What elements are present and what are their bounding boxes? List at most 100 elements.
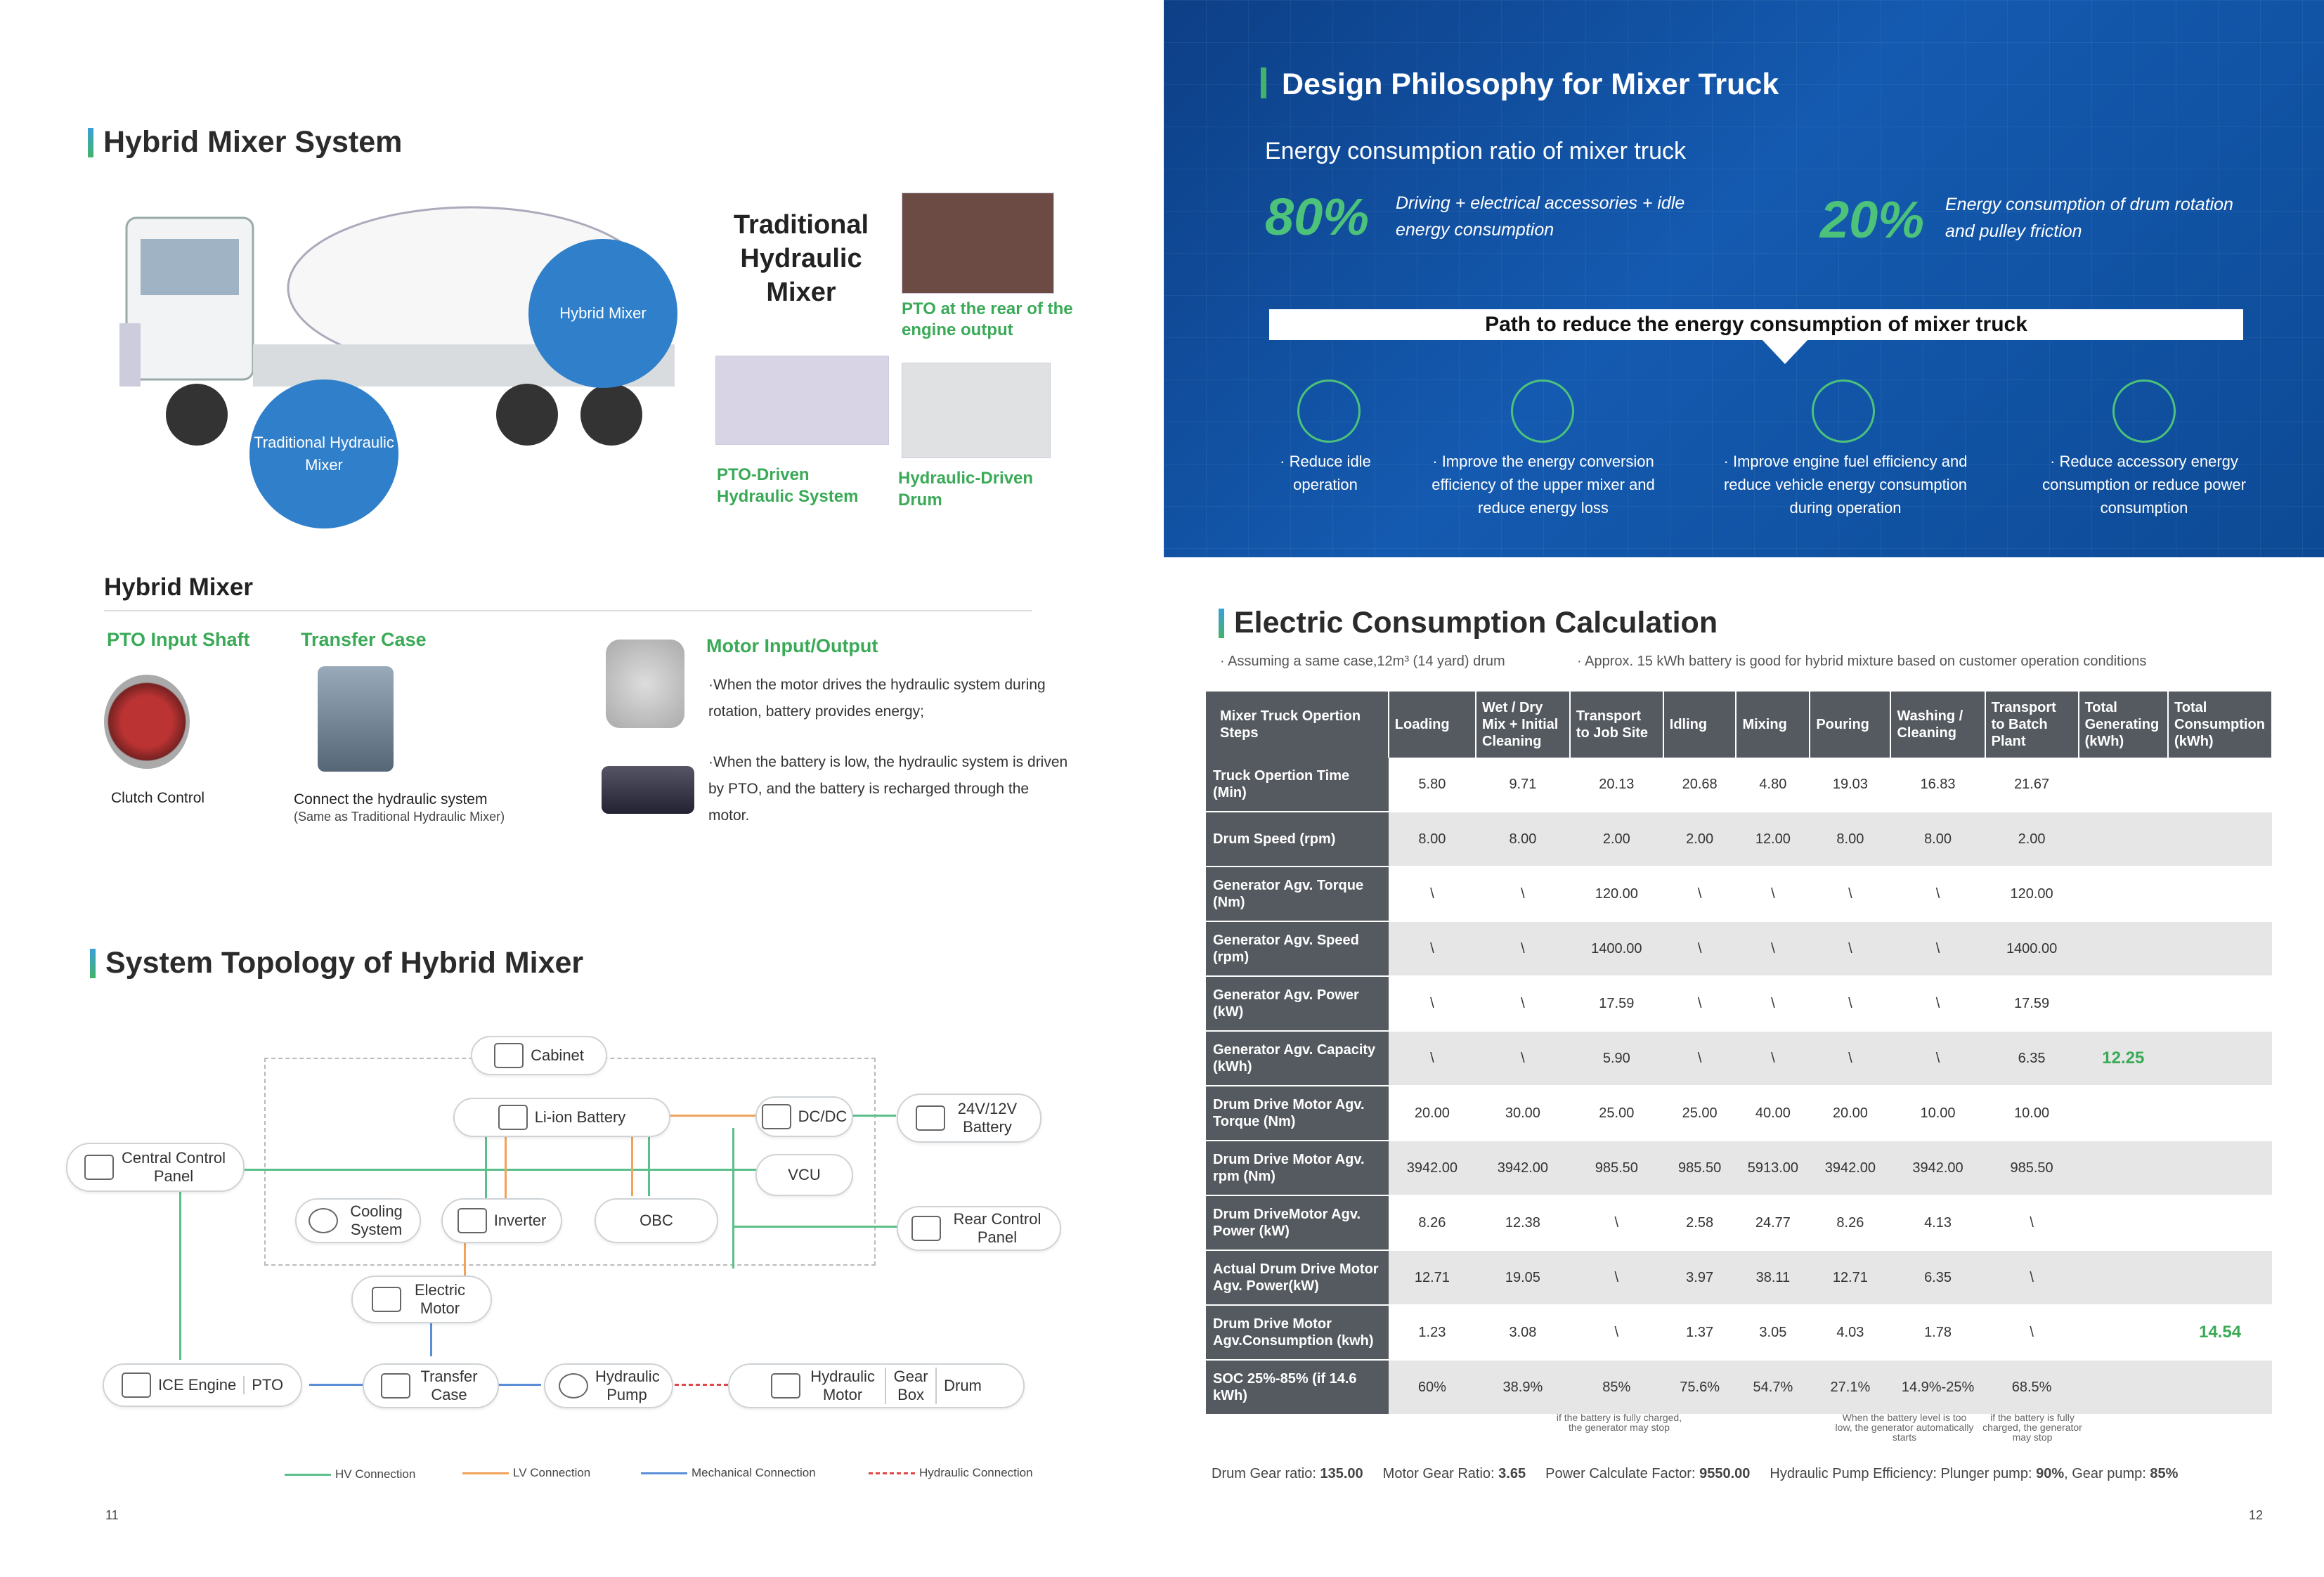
table-cell [2078, 867, 2169, 922]
footnote-1: if the battery is fully charged, the gen… [1556, 1412, 1682, 1433]
energy-cycle-icon [1511, 379, 1574, 443]
pto-rear-photo [902, 193, 1054, 294]
vcu-node: VCU [755, 1154, 853, 1196]
row-header-cell: Generator Agv. Speed (rpm) [1206, 921, 1389, 977]
table-cell: 3942.00 [1810, 1141, 1891, 1196]
footnote-3: if the battery is fully charged, the gen… [1982, 1412, 2082, 1443]
table-cell: \ [1810, 976, 1891, 1032]
table-cell: \ [1736, 1031, 1810, 1086]
obc-node: OBC [595, 1198, 718, 1243]
table-cell: 85% [1569, 1360, 1663, 1415]
hybrid-mixer-system-title: Hybrid Mixer System [88, 125, 402, 160]
central-control-panel-node: Central Control Panel [66, 1143, 245, 1192]
path-3: · Improve engine fuel efficiency and red… [1723, 453, 1968, 517]
design-title: Design Philosophy for Mixer Truck [1282, 67, 1779, 101]
table-cell: \ [1985, 1305, 2079, 1361]
table-cell [2168, 1031, 2272, 1086]
transfer-case-image [318, 666, 394, 772]
table-cell: 25.00 [1663, 1086, 1736, 1141]
row-header-cell: Drum Drive Motor Agv. rpm (Nm) [1206, 1141, 1389, 1196]
table-cell: \ [1985, 1195, 2079, 1251]
table-cell: 8.00 [1890, 812, 1985, 867]
table-cell: \ [1736, 921, 1810, 977]
table-cell: 2.58 [1663, 1195, 1736, 1251]
table-cell [2168, 867, 2272, 922]
dcdc-node: DC/DC [755, 1096, 853, 1137]
table-cell: 16.83 [1890, 758, 1985, 812]
table-cell: \ [1476, 921, 1570, 977]
table-cell: 75.6% [1663, 1360, 1736, 1415]
table-cell: 985.50 [1663, 1141, 1736, 1196]
table-cell: 1400.00 [1569, 921, 1663, 977]
table-cell [2168, 812, 2272, 867]
hv-line [732, 1226, 901, 1228]
table-cell [2078, 1360, 2169, 1415]
table-cell: \ [1663, 976, 1736, 1032]
table-cell [2168, 1250, 2272, 1306]
path-2: · Improve the energy conversion efficien… [1432, 453, 1655, 517]
clutch-control-caption: Clutch Control [111, 790, 205, 806]
mech-line [430, 1321, 432, 1356]
transfer-case-label: Transfer Case [301, 629, 427, 650]
table-cell: 1.78 [1890, 1305, 1985, 1361]
note-2: · Approx. 15 kWh battery is good for hyb… [1577, 654, 2147, 669]
transfer-case-node: Transfer Case [363, 1363, 499, 1408]
table-cell [2078, 758, 2169, 812]
table-cell: 120.00 [1569, 867, 1663, 922]
table-cell: \ [1569, 1305, 1663, 1361]
footer-item: Hydraulic Pump Efficiency: Plunger pump:… [1770, 1466, 2179, 1481]
table-cell [2168, 1141, 2272, 1196]
table-cell: 20.13 [1569, 758, 1663, 812]
table-cell: 10.00 [1890, 1086, 1985, 1141]
table-cell: \ [1663, 867, 1736, 922]
lv-line [631, 1133, 633, 1196]
table-cell: \ [1476, 976, 1570, 1032]
table-cell: \ [1388, 1031, 1476, 1086]
table-cell: 120.00 [1985, 867, 2079, 922]
energy-ratio-label: Energy consumption ratio of mixer truck [1265, 138, 1687, 164]
table-cell [2168, 921, 2272, 977]
calc-title: Electric Consumption Calculation [1219, 606, 1718, 640]
fuel-icon [1812, 379, 1875, 443]
table-cell: 1.37 [1663, 1305, 1736, 1361]
table-cell: 19.03 [1810, 758, 1891, 812]
table-cell: 12.38 [1476, 1195, 1570, 1251]
table-cell: 1.23 [1388, 1305, 1476, 1361]
hv-line [732, 1128, 734, 1268]
table-cell [2078, 921, 2169, 977]
table-cell: 8.26 [1388, 1195, 1476, 1251]
table-cell [2078, 976, 2169, 1032]
table-cell: 40.00 [1736, 1086, 1810, 1141]
motor-io-label: Motor Input/Output [706, 635, 878, 656]
design-philosophy-panel: Design Philosophy for Mixer Truck Energy… [1164, 0, 2324, 557]
row-header-cell: Drum Drive Motor Agv. Torque (Nm) [1206, 1086, 1389, 1141]
table-cell: 8.00 [1476, 812, 1570, 867]
table-cell: \ [1388, 921, 1476, 977]
row-header-cell: Drum Speed (rpm) [1206, 812, 1389, 867]
header-cell: Total Generating (kWh) [2078, 692, 2169, 758]
header-cell: Pouring [1810, 692, 1892, 758]
table-cell: 3942.00 [1388, 1141, 1476, 1196]
hydraulic-drum-photo [902, 363, 1051, 458]
row-header-cell: Drum DriveMotor Agv. Power (kW) [1206, 1195, 1389, 1251]
table-cell: \ [1663, 921, 1736, 977]
li-ion-battery-node: Li-ion Battery [453, 1098, 670, 1137]
table-cell: 4.13 [1890, 1195, 1985, 1251]
legend-hv: HV Connection [285, 1467, 415, 1481]
table-cell: \ [1388, 976, 1476, 1032]
table-cell [2168, 1086, 2272, 1141]
header-cell: Washing / Cleaning [1890, 692, 1986, 758]
table-cell [2168, 976, 2272, 1032]
page-number-left: 11 [105, 1508, 119, 1522]
table-cell: 25.00 [1569, 1086, 1663, 1141]
footer-item: Drum Gear ratio: 135.00 [1212, 1466, 1363, 1481]
table-cell: 60% [1388, 1360, 1476, 1415]
inverter-node: Inverter [441, 1198, 562, 1243]
legend-lv: LV Connection [462, 1466, 590, 1480]
hydraulic-drum-caption: Hydraulic-Driven Drum [898, 469, 1034, 510]
row-header-cell: Actual Drum Drive Motor Agv. Power(kW) [1206, 1250, 1389, 1306]
pto-rear-caption: PTO at the rear of the engine output [902, 299, 1073, 339]
